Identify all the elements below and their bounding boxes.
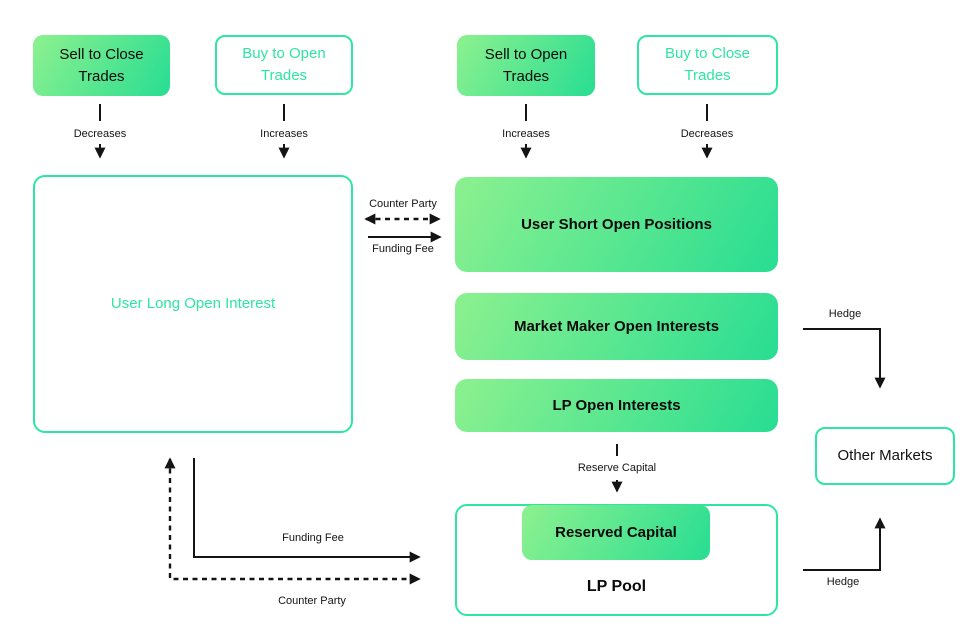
hedge-arrow-top	[803, 328, 886, 389]
other-markets-label: Other Markets	[837, 447, 933, 465]
reserved-capital-label: Reserved Capital	[555, 523, 677, 541]
lp-open-interests-node: LP Open Interests	[455, 379, 778, 432]
buy-to-close-node: Buy to Close Trades	[637, 35, 778, 95]
hedge-arrow-bottom	[803, 517, 886, 571]
increases-label-left: Increases	[260, 128, 308, 140]
lp-open-interests-label: LP Open Interests	[552, 396, 681, 414]
sell-to-open-node: Sell to Open Trades	[457, 35, 595, 96]
sell-to-close-node: Sell to Close Trades	[33, 35, 170, 96]
decreases-label-right: Decreases	[680, 128, 734, 140]
buy-to-close-label: Buy to Close Trades	[664, 45, 751, 84]
buy-to-open-node: Buy to Open Trades	[215, 35, 353, 95]
funding-fee-label-top: Funding Fee	[372, 243, 434, 255]
market-maker-open-interests-node: Market Maker Open Interests	[455, 293, 778, 360]
user-long-open-interest-label: User Long Open Interest	[110, 295, 276, 313]
sell-to-close-label: Sell to Close Trades	[59, 45, 144, 85]
decreases-label-left: Decreases	[73, 128, 127, 140]
counter-party-label-bottom: Counter Party	[278, 595, 346, 607]
lp-pool-title: LP Pool	[586, 578, 647, 595]
funding-fee-label-bottom: Funding Fee	[282, 532, 344, 544]
user-long-open-interest-node: User Long Open Interest	[33, 175, 353, 433]
market-maker-open-interests-label: Market Maker Open Interests	[513, 317, 720, 335]
reserve-capital-label: Reserve Capital	[577, 462, 657, 474]
buy-to-open-label: Buy to Open Trades	[242, 45, 326, 84]
counter-party-arrow-bottom	[164, 457, 421, 585]
increases-label-right: Increases	[502, 128, 550, 140]
user-short-open-positions-node: User Short Open Positions	[455, 177, 778, 272]
reserved-capital-node: Reserved Capital	[522, 505, 710, 560]
other-markets-node: Other Markets	[815, 427, 955, 485]
user-short-open-positions-label: User Short Open Positions	[521, 215, 712, 233]
counter-party-label-top: Counter Party	[369, 198, 437, 210]
hedge-label-top: Hedge	[828, 308, 862, 320]
sell-to-open-label: Sell to Open Trades	[484, 45, 568, 85]
hedge-label-bottom: Hedge	[826, 576, 860, 588]
